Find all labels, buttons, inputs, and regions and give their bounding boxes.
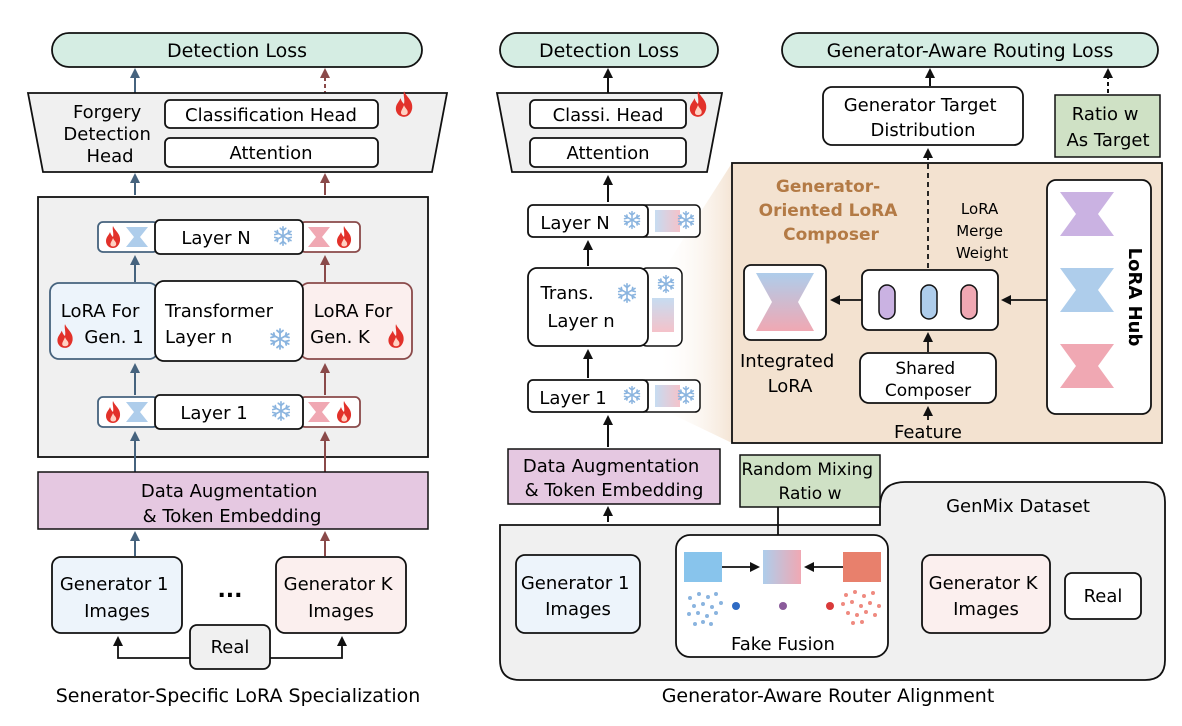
svg-text:Generator K Images: Generator K Images <box>284 574 399 622</box>
ellipsis: ... <box>217 578 242 603</box>
routing-loss-label: Generator-Aware Routing Loss <box>827 40 1114 62</box>
right-layer-1-label: Layer 1 <box>539 388 606 409</box>
classification-head <box>164 99 379 129</box>
svg-text:Shared Composer: Shared Composer <box>885 359 971 401</box>
svg-text:Trans. Layer n: Trans. Layer n <box>539 283 614 332</box>
zoom-wedge <box>657 163 732 443</box>
lora-hub-label: LoRA Hub <box>1124 248 1145 347</box>
target-distribution: Generator Target Distribution <box>822 86 1024 146</box>
right-attention-label: Attention <box>566 143 649 164</box>
left-transformer-row: LoRA For Gen. 1 LoRA For Gen. K Transfor… <box>49 280 413 362</box>
left-loss-label: Detection Loss <box>167 40 307 62</box>
left-genk-images: Generator K Images <box>275 556 407 634</box>
svg-text:LoRA For Gen. K: LoRA For Gen. K <box>310 301 398 348</box>
right-gen1-images: Generator 1 Images <box>515 554 641 634</box>
svg-text:Transformer Layer n: Transformer Layer n <box>164 301 279 348</box>
layer-n-label: Layer N <box>181 228 250 249</box>
merge-weights <box>861 269 999 331</box>
svg-text:Generator 1 Images: Generator 1 Images <box>521 573 635 620</box>
svg-text:Data Augmentation & Toke: Data Augmentation & Token Embedding <box>523 456 705 501</box>
left-real-images: Real <box>189 624 271 670</box>
transformer-layer-block <box>154 280 304 362</box>
forgery-detection-head: Forgery Detection Head Classification He… <box>26 91 449 173</box>
integrated-lora: Integrated LoRA <box>740 264 840 397</box>
svg-text:LoRA For Gen. 1: LoRA For Gen. 1 <box>61 301 145 348</box>
right-layer-n: Layer N <box>527 204 701 238</box>
shared-composer: Shared Composer <box>859 352 997 404</box>
classi-head-label: Classi. Head <box>553 105 664 126</box>
ratio-target: Ratio w As Target <box>1054 94 1161 158</box>
svg-text:Real: Real <box>211 637 250 658</box>
arrow-icon <box>270 636 347 659</box>
right-layer-n-label: Layer N <box>540 213 609 234</box>
composer-title: Generator- Oriented LoRA Composer <box>759 177 904 245</box>
svg-text:Data Augmentation & Toke: Data Augmentation & Token Embedding <box>141 481 323 527</box>
right-real-images: Real <box>1064 572 1142 620</box>
attention-label: Attention <box>229 143 312 164</box>
attention-block <box>164 137 379 168</box>
svg-text:Generator K Images: Generator K Images <box>929 573 1044 620</box>
fake-fusion: Fake Fusion <box>675 534 889 658</box>
random-mixing: Random Mixing Ratio w <box>739 454 881 508</box>
svg-text:Generator Target Distrib: Generator Target Distribution <box>844 95 1003 141</box>
left-gen1-images: Generator 1 Images <box>51 556 183 634</box>
feature-label: Feature <box>894 422 962 443</box>
right-augment-block: Data Augmentation & Token Embedding <box>507 448 721 505</box>
svg-text:Random Mixing Ratio w: Random Mixing Ratio w <box>742 460 879 504</box>
classi-head-block <box>529 99 687 129</box>
right-genk-images: Generator K Images <box>921 554 1051 634</box>
left-detection-loss: Detection Loss <box>51 32 423 68</box>
head-label: Forgery Detection Head <box>63 102 156 167</box>
layer-1-label: Layer 1 <box>180 403 247 424</box>
fake-fusion-label: Fake Fusion <box>731 634 835 655</box>
right-detection-loss: Detection Loss <box>499 32 719 68</box>
left-augment-block: Data Augmentation & Token Embedding <box>37 471 429 530</box>
svg-text:Integrated LoRA: Integrated LoRA <box>740 351 840 397</box>
right-caption: Generator-Aware Router Alignment <box>662 685 995 707</box>
routing-loss: Generator-Aware Routing Loss <box>781 32 1159 68</box>
left-layer-1: Layer 1 <box>97 394 361 430</box>
merge-weight-label: LoRA Merge Weight <box>956 200 1008 262</box>
genmix-label: GenMix Dataset <box>946 496 1090 517</box>
left-caption: Senerator-Specific LoRA Specialization <box>56 685 421 707</box>
right-layer-1: Layer 1 <box>527 379 701 413</box>
right-detection-head: Classi. Head Attention <box>495 91 724 173</box>
right-loss-label: Detection Loss <box>539 40 679 62</box>
classification-head-label: Classification Head <box>185 105 357 126</box>
arrow-icon <box>113 636 190 659</box>
svg-text:Generator 1 Images: Generator 1 Images <box>60 574 174 622</box>
left-layer-n: Layer N <box>97 219 361 255</box>
lora-hub: LoRA Hub <box>1046 179 1152 415</box>
svg-text:Real: Real <box>1084 586 1123 607</box>
right-trans-layer: Trans. Layer n <box>527 267 683 347</box>
right-attention-block <box>529 137 687 168</box>
svg-text:Ratio w As Target: Ratio w As Target <box>1066 104 1149 151</box>
